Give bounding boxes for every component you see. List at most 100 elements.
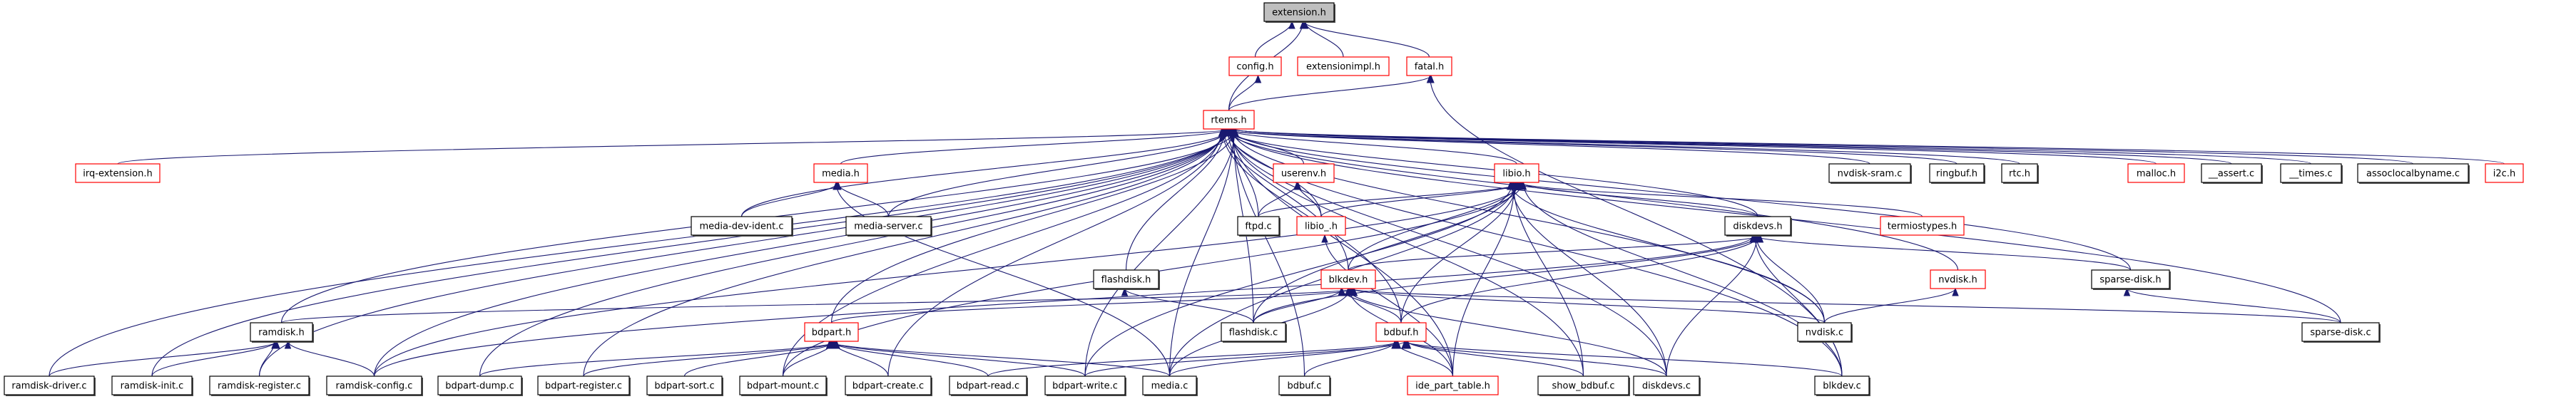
node-nvdisk-sram-c[interactable]: nvdisk-sram.c <box>1828 163 1912 184</box>
node-box[interactable] <box>75 163 161 183</box>
node-media-c[interactable]: media.c <box>1142 375 1198 396</box>
node-ringbuf-h[interactable]: ringbuf.h <box>1929 163 1985 184</box>
node-box[interactable] <box>1828 163 1911 183</box>
node-bdpart-sort-c[interactable]: bdpart-sort.c <box>646 375 723 396</box>
node-flashdisk-h[interactable]: flashdisk.h <box>1093 269 1160 290</box>
node-box[interactable] <box>691 216 793 236</box>
node-box[interactable] <box>4 375 95 395</box>
node-box[interactable] <box>1320 269 1376 289</box>
node-box[interactable] <box>1278 375 1330 395</box>
node-libio-h[interactable]: libio.h <box>1494 163 1539 183</box>
node-box[interactable] <box>739 375 827 395</box>
node-box[interactable] <box>845 375 932 395</box>
node-extension-h[interactable]: extension.h <box>1263 2 1335 23</box>
node-libio-h[interactable]: libio_.h <box>1296 216 1346 236</box>
node-config-h[interactable]: config.h <box>1228 56 1282 76</box>
node-sparse-disk-h[interactable]: sparse-disk.h <box>2091 269 2171 290</box>
node-times-c[interactable]: __times.c <box>2280 163 2343 184</box>
node-box[interactable] <box>1633 375 1700 395</box>
node-box[interactable] <box>2127 163 2185 183</box>
node-blkdev-h[interactable]: blkdev.h <box>1320 269 1376 289</box>
node-box[interactable] <box>1929 163 1985 183</box>
node-termiostypes-h[interactable]: termiostypes.h <box>1880 216 1965 236</box>
node-box[interactable] <box>437 375 522 395</box>
node-box[interactable] <box>949 375 1027 395</box>
node-box[interactable] <box>1263 2 1335 22</box>
node-box[interactable] <box>1221 322 1286 342</box>
node-fatal-h[interactable]: fatal.h <box>1406 56 1452 76</box>
node-box[interactable] <box>326 375 422 395</box>
node-ramdisk-init-c[interactable]: ramdisk-init.c <box>111 375 193 396</box>
node-box[interactable] <box>1228 56 1282 76</box>
node-box[interactable] <box>1273 163 1335 183</box>
node-diskdevs-c[interactable]: diskdevs.c <box>1633 375 1701 396</box>
node-assoclocalbyname-c[interactable]: assoclocalbyname.c <box>2357 163 2470 184</box>
node-box[interactable] <box>845 216 932 236</box>
node-userenv-h[interactable]: userenv.h <box>1273 163 1335 183</box>
node-ftpd-c[interactable]: ftpd.c <box>1237 216 1281 237</box>
node-assert-c[interactable]: __assert.c <box>2201 163 2263 184</box>
node-show-bdbuf-c[interactable]: show_bdbuf.c <box>1537 375 1630 396</box>
node-box[interactable] <box>1044 375 1126 395</box>
node-box[interactable] <box>1814 375 1870 395</box>
node-flashdisk-c[interactable]: flashdisk.c <box>1221 322 1287 343</box>
node-box[interactable] <box>1297 56 1390 76</box>
node-box[interactable] <box>1494 163 1539 183</box>
node-i2c-h[interactable]: i2c.h <box>2485 163 2524 183</box>
node-box[interactable] <box>209 375 310 395</box>
node-box[interactable] <box>1407 375 1499 395</box>
node-box[interactable] <box>537 375 630 395</box>
node-nvdisk-h[interactable]: nvdisk.h <box>1930 269 1986 289</box>
node-malloc-h[interactable]: malloc.h <box>2127 163 2185 183</box>
node-box[interactable] <box>2091 269 2170 289</box>
node-box[interactable] <box>1724 216 1791 236</box>
node-box[interactable] <box>1930 269 1986 289</box>
node-box[interactable] <box>2201 163 2262 183</box>
node-blkdev-c[interactable]: blkdev.c <box>1814 375 1870 396</box>
node-box[interactable] <box>1406 56 1452 76</box>
node-ramdisk-config-c[interactable]: ramdisk-config.c <box>326 375 423 396</box>
node-box[interactable] <box>1203 110 1255 130</box>
node-bdbuf-c[interactable]: bdbuf.c <box>1278 375 1331 396</box>
node-box[interactable] <box>804 322 859 342</box>
node-box[interactable] <box>1296 216 1346 236</box>
node-ramdisk-driver-c[interactable]: ramdisk-driver.c <box>4 375 96 396</box>
node-bdpart-register-c[interactable]: bdpart-register.c <box>537 375 631 396</box>
node-media-dev-ident-c[interactable]: media-dev-ident.c <box>691 216 793 237</box>
node-box[interactable] <box>1797 322 1852 342</box>
node-box[interactable] <box>646 375 723 395</box>
node-media-h[interactable]: media.h <box>813 163 868 183</box>
node-media-server-c[interactable]: media-server.c <box>845 216 932 237</box>
node-ramdisk-register-c[interactable]: ramdisk-register.c <box>209 375 310 396</box>
node-bdpart-read-c[interactable]: bdpart-read.c <box>949 375 1028 396</box>
node-rtems-h[interactable]: rtems.h <box>1203 110 1255 130</box>
node-box[interactable] <box>1880 216 1965 236</box>
node-bdpart-dump-c[interactable]: bdpart-dump.c <box>437 375 523 396</box>
node-box[interactable] <box>2301 322 2380 342</box>
node-irq-extension-h[interactable]: irq-extension.h <box>75 163 161 183</box>
node-box[interactable] <box>1093 269 1159 289</box>
node-box[interactable] <box>1537 375 1629 395</box>
node-box[interactable] <box>250 322 313 342</box>
node-box[interactable] <box>2485 163 2524 183</box>
node-box[interactable] <box>2357 163 2469 183</box>
node-bdpart-mount-c[interactable]: bdpart-mount.c <box>739 375 828 396</box>
node-nvdisk-c[interactable]: nvdisk.c <box>1797 322 1853 343</box>
node-rtc-h[interactable]: rtc.h <box>2001 163 2039 184</box>
node-bdpart-write-c[interactable]: bdpart-write.c <box>1044 375 1126 396</box>
node-ide-part-table-h[interactable]: ide_part_table.h <box>1407 375 1499 395</box>
node-bdpart-create-c[interactable]: bdpart-create.c <box>845 375 932 396</box>
node-box[interactable] <box>2001 163 2038 183</box>
node-ramdisk-h[interactable]: ramdisk.h <box>250 322 314 343</box>
node-box[interactable] <box>813 163 868 183</box>
node-box[interactable] <box>1237 216 1280 236</box>
node-extensionimpl-h[interactable]: extensionimpl.h <box>1297 56 1390 76</box>
node-box[interactable] <box>1375 322 1427 342</box>
node-sparse-disk-c[interactable]: sparse-disk.c <box>2301 322 2381 343</box>
node-bdpart-h[interactable]: bdpart.h <box>804 322 859 342</box>
node-diskdevs-h[interactable]: diskdevs.h <box>1724 216 1792 237</box>
node-box[interactable] <box>1142 375 1197 395</box>
node-box[interactable] <box>2280 163 2342 183</box>
node-bdbuf-h[interactable]: bdbuf.h <box>1375 322 1427 342</box>
node-box[interactable] <box>111 375 193 395</box>
